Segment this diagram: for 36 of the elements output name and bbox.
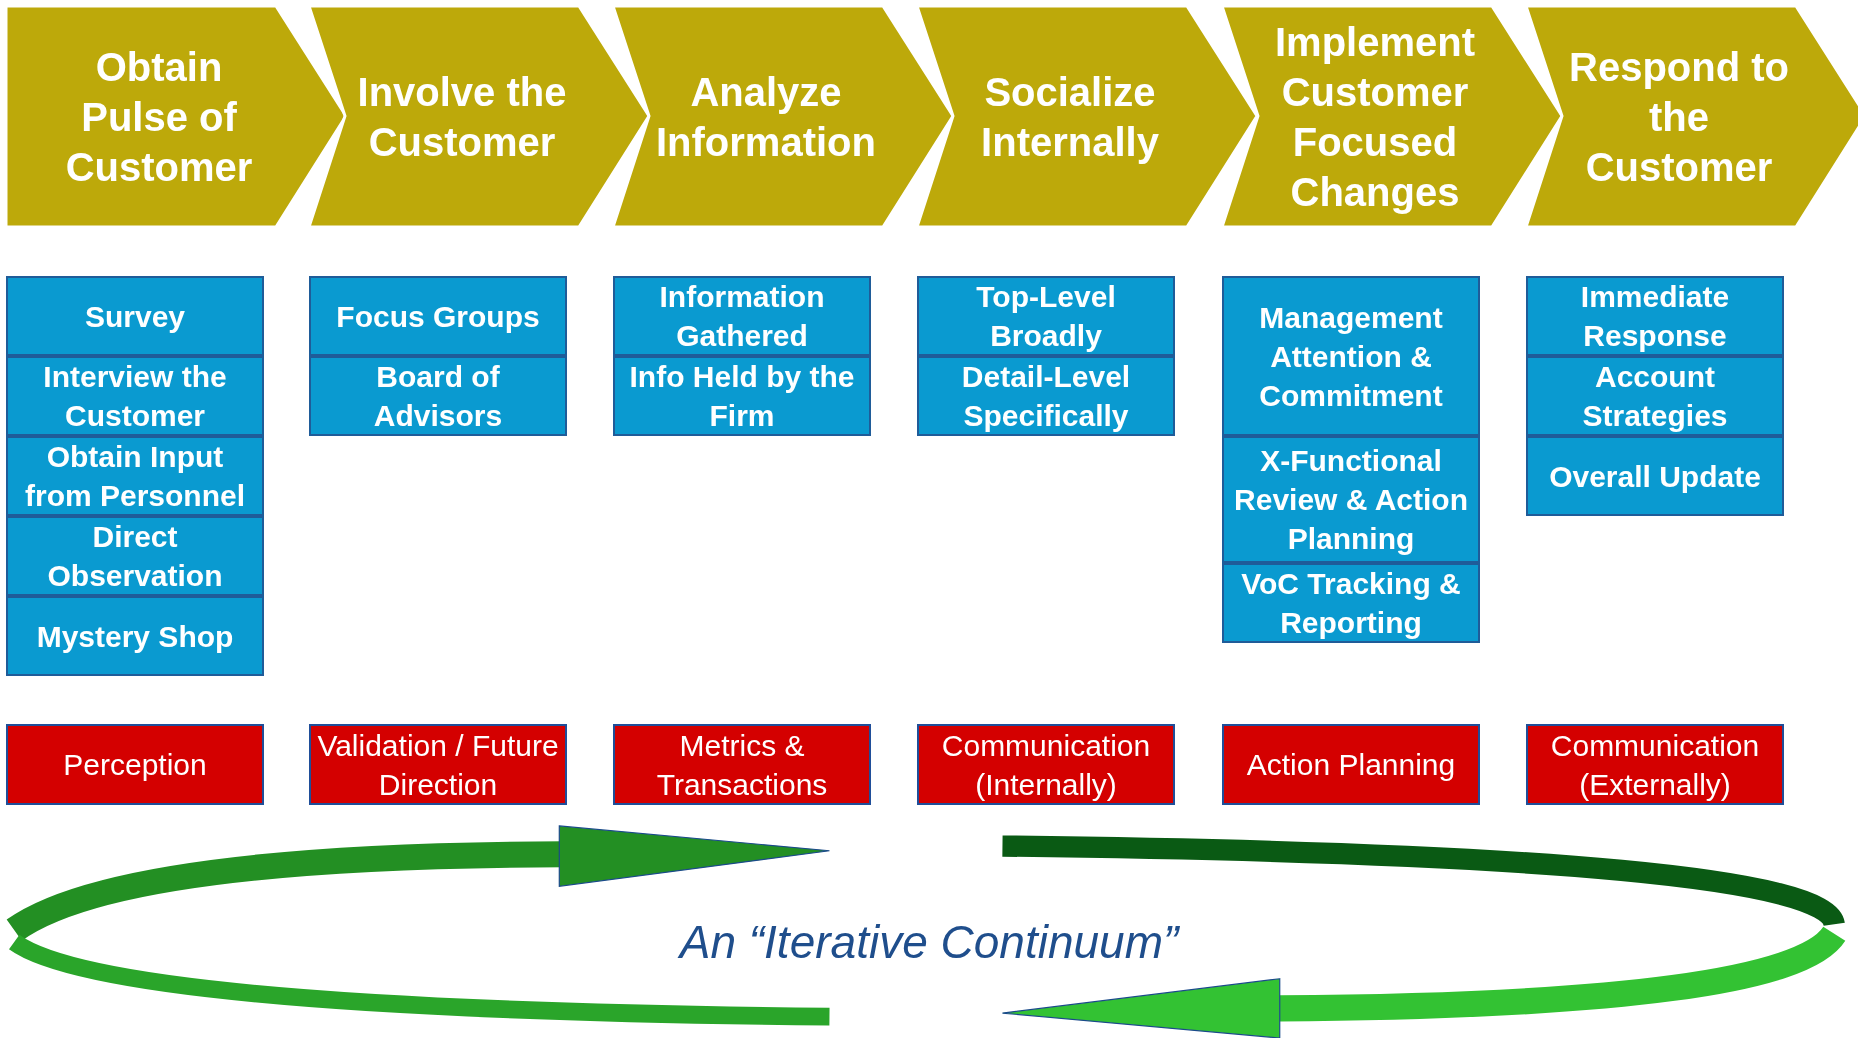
step-title: Obtain Pulse of Customer — [64, 43, 254, 191]
activity-box: Survey — [6, 276, 264, 356]
step-title: Respond to the Customer — [1568, 43, 1790, 191]
activity-box: Management Attention & Commitment — [1222, 276, 1480, 436]
cycle-caption: An “Iterative Continuum” — [679, 916, 1179, 968]
outcome-box: Validation / Future Direction — [309, 724, 567, 805]
step-title: Involve the Customer — [356, 68, 568, 166]
chevron-step — [917, 6, 1257, 227]
activity-box: Account Strategies — [1526, 356, 1784, 436]
activity-box: X-Functional Review & Action Planning — [1222, 436, 1480, 563]
outcome-box: Perception — [6, 724, 264, 805]
activity-box: Detail-Level Specifically — [917, 356, 1175, 436]
activity-box: Focus Groups — [309, 276, 567, 356]
outcome-box: Metrics & Transactions — [613, 724, 871, 805]
step-title: Socialize Internally — [980, 68, 1160, 166]
outcome-box: Communication (Externally) — [1526, 724, 1784, 805]
activity-box: Obtain Input from Personnel — [6, 436, 264, 516]
activity-box: Information Gathered — [613, 276, 871, 356]
chevron-step — [6, 6, 346, 227]
step-title: Analyze Information — [655, 68, 877, 166]
activity-box: VoC Tracking & Reporting — [1222, 563, 1480, 643]
activity-box: Direct Observation — [6, 516, 264, 596]
activity-box: Immediate Response — [1526, 276, 1784, 356]
activity-box: Info Held by the Firm — [613, 356, 871, 436]
outcome-box: Action Planning — [1222, 724, 1480, 805]
chevron-step — [1222, 6, 1562, 227]
activity-box: Overall Update — [1526, 436, 1784, 516]
activity-box: Board of Advisors — [309, 356, 567, 436]
outcome-box: Communication (Internally) — [917, 724, 1175, 805]
activity-box: Interview the Customer — [6, 356, 264, 436]
step-title: Implement Customer Focused Changes — [1273, 18, 1476, 216]
chevron-step — [1526, 6, 1858, 227]
chevron-step — [309, 6, 649, 227]
activity-box: Top-Level Broadly — [917, 276, 1175, 356]
chevron-step — [613, 6, 953, 227]
activity-box: Mystery Shop — [6, 596, 264, 676]
